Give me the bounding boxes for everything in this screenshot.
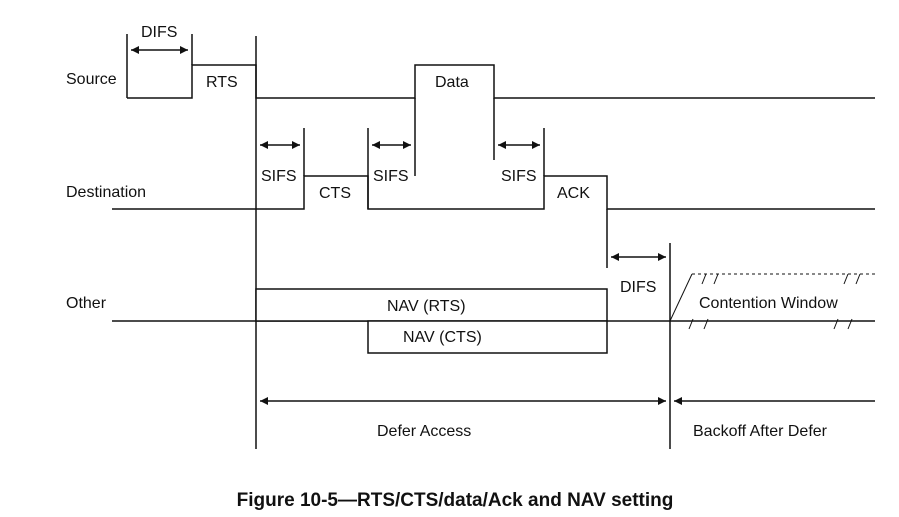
rts-frame-label: RTS	[206, 74, 238, 91]
nav-cts-label: NAV (CTS)	[403, 329, 482, 346]
defer-access-label: Defer Access	[377, 423, 471, 440]
data-frame-label: Data	[435, 74, 469, 91]
difs-source-label: DIFS	[141, 24, 177, 41]
ack-frame-label: ACK	[557, 185, 590, 202]
destination-timeline	[112, 175, 875, 210]
sifs-1-label: SIFS	[261, 168, 297, 185]
nav-rts-label: NAV (RTS)	[387, 298, 466, 315]
row-label-source: Source	[66, 71, 117, 88]
backoff-after-defer-label: Backoff After Defer	[693, 423, 828, 440]
row-label-destination: Destination	[66, 184, 146, 201]
cts-frame-label: CTS	[319, 185, 351, 202]
row-label-other: Other	[66, 295, 107, 312]
source-timeline	[127, 64, 875, 99]
sifs-2-label: SIFS	[373, 168, 409, 185]
figure-caption: Figure 10-5—RTS/CTS/data/Ack and NAV set…	[237, 490, 674, 511]
difs-other-label: DIFS	[620, 279, 656, 296]
nav-rts-box	[255, 288, 608, 322]
sifs-3-label: SIFS	[501, 168, 537, 185]
nav-cts-box	[367, 320, 608, 354]
contention-window-label: Contention Window	[699, 295, 838, 312]
contention-window-shape	[669, 273, 875, 330]
